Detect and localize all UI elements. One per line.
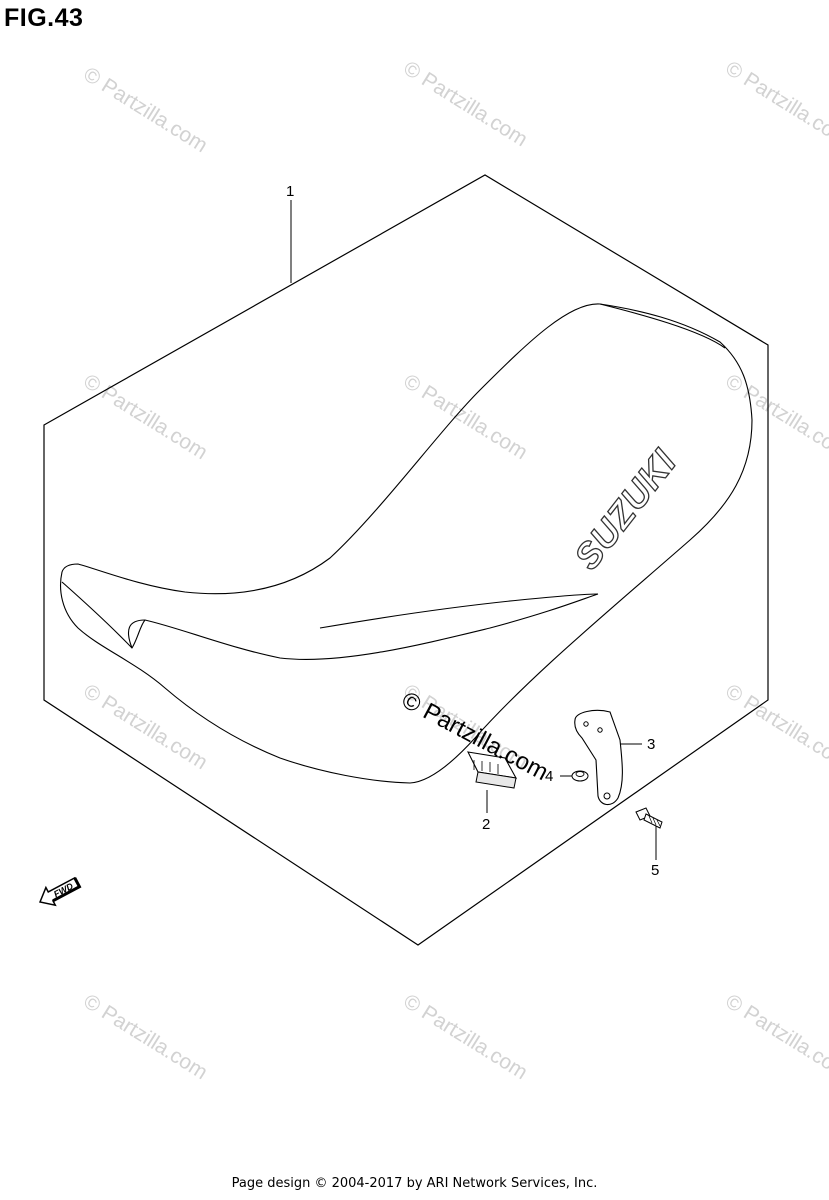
seat-side-line [61,581,599,660]
seat-logo: SUZUKI [565,441,685,578]
callouts: 1 2 3 4 5 [286,183,659,879]
bracket-part-3[interactable] [574,709,623,806]
seat-inner-line [319,593,599,629]
nut-part-4[interactable] [571,770,589,782]
watermark: © Partzilla.com [721,57,829,151]
watermark: © Partzilla.com [79,990,211,1084]
watermark: © Partzilla.com [399,57,531,151]
callout-4[interactable]: 4 [545,768,553,785]
watermark: © Partzilla.com [721,370,829,464]
callout-3[interactable]: 3 [647,736,655,753]
bracket-hole [583,721,589,727]
seat-top-crease [599,303,726,349]
bracket-hole [597,727,603,733]
watermark: © Partzilla.com [79,370,211,464]
bracket-plate [574,709,623,806]
bolt-part-5[interactable] [635,807,663,829]
watermarks: © Partzilla.com © Partzilla.com © Partzi… [79,57,829,1084]
assembly-frame [43,174,769,946]
seat-part[interactable] [60,303,753,784]
figure-title: FIG.43 [4,4,84,32]
callout-1[interactable]: 1 [286,183,294,200]
watermark: © Partzilla.com [721,990,829,1084]
callout-2[interactable]: 2 [482,816,490,833]
watermark: © Partzilla.com [79,680,211,774]
parts-diagram: © Partzilla.com © Partzilla.com © Partzi… [38,57,829,1084]
callout-5[interactable]: 5 [651,862,659,879]
seat-outline [60,303,753,784]
watermark: © Partzilla.com [721,680,829,774]
watermark: © Partzilla.com [399,370,531,464]
partzilla-stamp: © Partzilla.com [397,686,552,786]
fwd-arrow: FWD [38,876,82,907]
seat-front-fold [128,619,146,649]
watermark: © Partzilla.com [79,63,211,157]
watermark: © Partzilla.com [399,990,531,1084]
clip-front [475,771,517,789]
page-footer: Page design © 2004-2017 by ARI Network S… [231,1176,598,1191]
leader-lines [290,200,657,860]
bracket-part-2[interactable] [467,751,518,789]
suzuki-logo: SUZUKI [566,441,685,577]
bracket-hole [603,792,611,800]
